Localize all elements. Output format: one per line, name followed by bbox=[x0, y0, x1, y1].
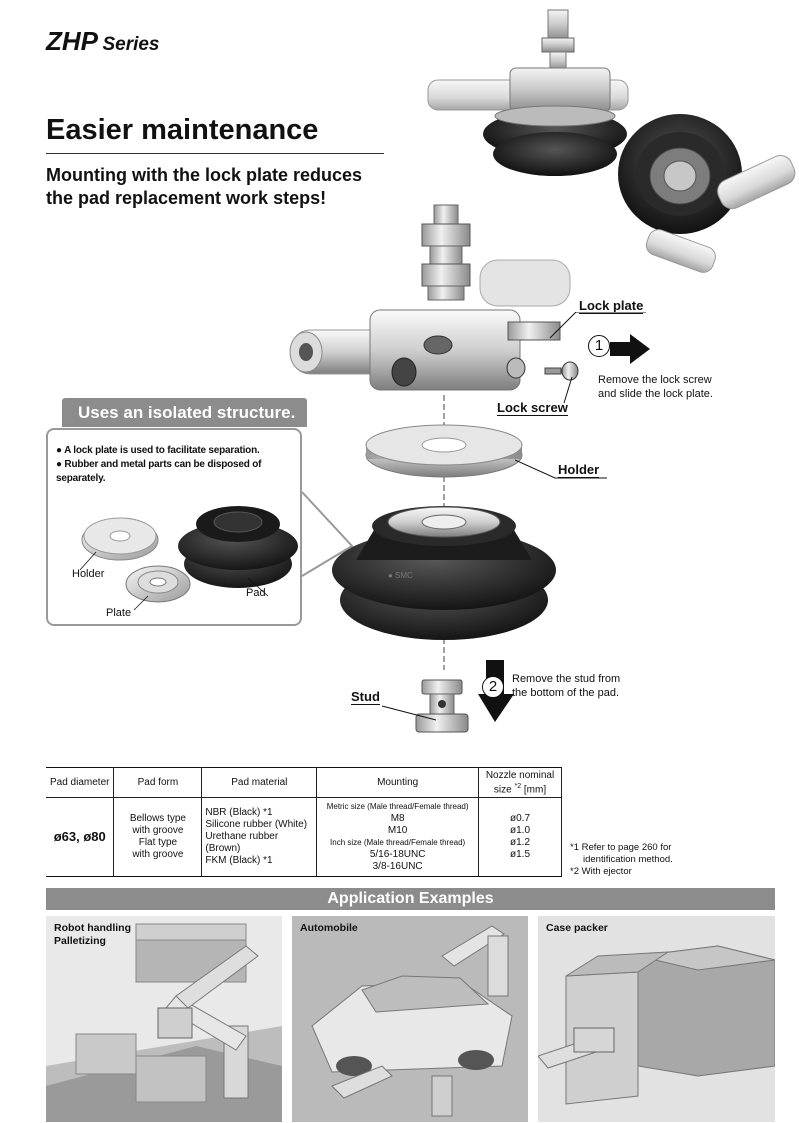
step-1-line: and slide the lock plate. bbox=[598, 388, 713, 400]
callout-bullet: ● A lock plate is used to facilitate sep… bbox=[56, 445, 260, 456]
pad-logo: ● SMC bbox=[388, 571, 413, 580]
applications-title: Application Examples bbox=[46, 888, 775, 910]
step-1-text: Remove the lock screw and slide the lock… bbox=[598, 373, 713, 401]
cell-forms: Bellows type with groove Flat type with … bbox=[113, 797, 203, 878]
step-1-arrow-icon bbox=[610, 334, 650, 364]
table-header-row: Pad diameter Pad form Pad material Mount… bbox=[46, 766, 562, 799]
spec-table: Pad diameter Pad form Pad material Mount… bbox=[46, 766, 562, 878]
lock-screw-label: Lock screw bbox=[497, 400, 568, 416]
lock-plate-leader bbox=[549, 312, 646, 339]
holder-leader bbox=[515, 459, 607, 479]
step-2-text: Remove the stud from the bottom of the p… bbox=[512, 672, 620, 700]
footnote: identification method. bbox=[583, 854, 673, 865]
application-caption: Case packer bbox=[546, 922, 608, 934]
application-panel-automobile: Automobile bbox=[292, 916, 528, 1122]
table-row: ø63, ø80 Bellows type with groove Flat t… bbox=[46, 797, 562, 878]
callout-connector bbox=[301, 491, 354, 577]
col-nozzle-size: Nozzle nominal size *2 [mm] bbox=[478, 766, 562, 799]
step-2-line: Remove the stud from bbox=[512, 673, 621, 685]
step-2-line: the bottom of the pad. bbox=[512, 687, 620, 699]
callout-label-plate: Plate bbox=[106, 607, 132, 619]
lock-screw-leader bbox=[563, 376, 573, 404]
case-packer-image bbox=[538, 916, 775, 1122]
application-panel-robot: Robot handling Palletizing bbox=[46, 916, 282, 1122]
step-1-badge: 1 bbox=[588, 335, 610, 357]
col-pad-diameter: Pad diameter bbox=[46, 766, 115, 799]
series-main: ZHP bbox=[46, 26, 98, 56]
footnote: *2 With ejector bbox=[570, 866, 632, 877]
subheadline-line: Mounting with the lock plate reduces bbox=[46, 165, 363, 185]
title-rule bbox=[46, 153, 384, 154]
stud-label: Stud bbox=[351, 689, 380, 705]
series-sub: Series bbox=[102, 34, 160, 55]
lock-plate-label: Lock plate bbox=[579, 298, 644, 314]
callout-label-pad: Pad bbox=[246, 587, 266, 599]
exploded-view-image: ● SMC bbox=[289, 204, 579, 733]
step-2-badge: 2 bbox=[482, 676, 504, 698]
col-pad-form: Pad form bbox=[113, 766, 203, 799]
callout-parts-image bbox=[79, 506, 298, 611]
footnote: *1 Refer to page 260 for bbox=[570, 842, 672, 853]
assembled-product-image bbox=[427, 9, 796, 273]
application-caption: Robot handling Palletizing bbox=[54, 922, 131, 947]
robot-palletizing-image bbox=[46, 916, 282, 1122]
page-title: Easier maintenance bbox=[46, 114, 319, 146]
cell-mounting: Metric size (Male thread/Female thread) … bbox=[316, 797, 480, 878]
stud-leader bbox=[381, 705, 437, 721]
cell-nozzle: ø0.7 ø1.0 ø1.2 ø1.5 bbox=[478, 797, 562, 878]
automobile-image bbox=[292, 916, 528, 1122]
footnotes: *1 Refer to page 260 for identification … bbox=[570, 842, 673, 878]
series-title: ZHP Series bbox=[46, 26, 160, 57]
col-pad-material: Pad material bbox=[201, 766, 318, 799]
subheadline: Mounting with the lock plate reduces the… bbox=[46, 164, 406, 210]
callout-bullet: ● Rubber and metal parts can be disposed… bbox=[56, 459, 262, 484]
callout-box: ● A lock plate is used to facilitate sep… bbox=[46, 428, 302, 626]
col-mounting: Mounting bbox=[316, 766, 480, 799]
callout-bullets: ● A lock plate is used to facilitate sep… bbox=[56, 444, 301, 486]
cell-diameter: ø63, ø80 bbox=[46, 797, 115, 878]
application-panel-case-packer: Case packer bbox=[538, 916, 775, 1122]
callout-label-holder: Holder bbox=[72, 568, 105, 580]
subheadline-line: the pad replacement work steps! bbox=[46, 188, 327, 208]
step-1-line: Remove the lock screw bbox=[598, 374, 712, 386]
application-caption: Automobile bbox=[300, 922, 358, 934]
cell-materials: NBR (Black) *1 Silicone rubber (White) U… bbox=[201, 797, 318, 878]
callout-tag: Uses an isolated structure. bbox=[62, 398, 308, 427]
